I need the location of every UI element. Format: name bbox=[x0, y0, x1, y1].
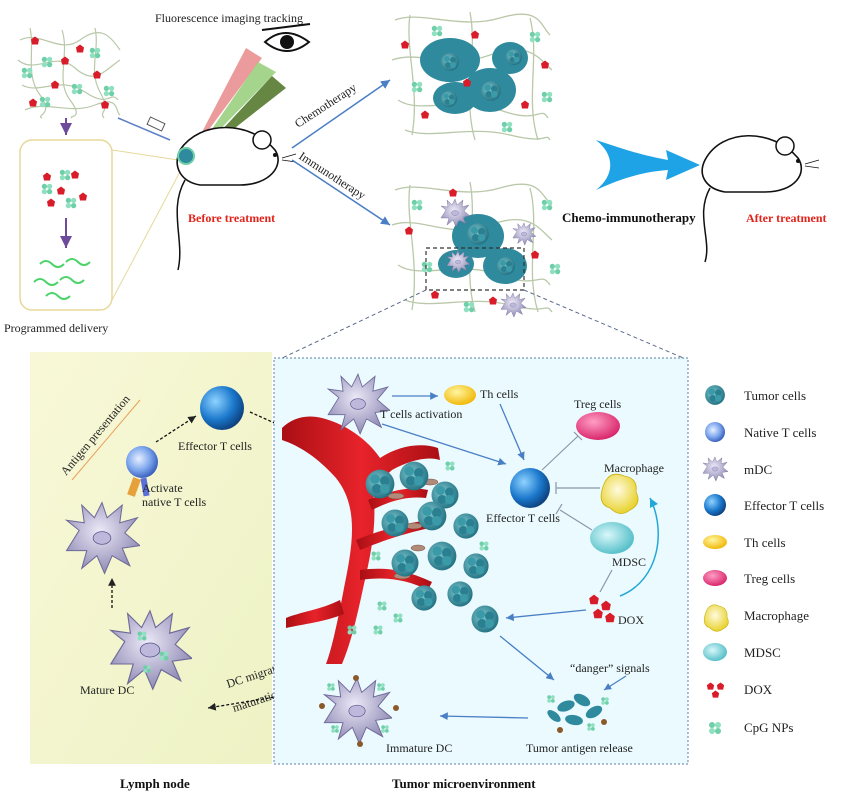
legend-item-mdsc: MDSC bbox=[703, 643, 781, 661]
immature-dc-icon bbox=[319, 675, 399, 747]
treg-cells-label: Treg cells bbox=[574, 397, 622, 411]
activate-label-2: native T cells bbox=[142, 495, 207, 509]
svg-text:DOX: DOX bbox=[744, 682, 773, 697]
arrow-release-to-immature bbox=[439, 712, 529, 721]
eye-icon bbox=[261, 23, 311, 52]
tumor-microenvironment-title: Tumor microenvironment bbox=[392, 776, 536, 791]
mdsc-label: MDSC bbox=[612, 555, 646, 569]
lymph-node-title: Lymph node bbox=[120, 776, 190, 791]
inhibit-mdsc bbox=[555, 503, 593, 531]
chemo-immunotherapy-label: Chemo-immunotherapy bbox=[562, 210, 696, 225]
svg-text:CpG NPs: CpG NPs bbox=[744, 720, 794, 735]
danger-signals-label: “danger” signals bbox=[570, 661, 650, 675]
macrophage-icon bbox=[600, 473, 639, 514]
svg-text:Tumor cells: Tumor cells bbox=[744, 388, 806, 403]
t-cells-activation-label: T cells activation bbox=[380, 407, 462, 421]
chemotherapy-label: Chemotherapy bbox=[292, 80, 359, 130]
svg-text:Macrophage: Macrophage bbox=[744, 608, 809, 623]
legend-item-native-t-cells: Native T cells bbox=[705, 422, 816, 442]
antigen-presentation-underline bbox=[71, 399, 141, 481]
native-t-cell-icon bbox=[126, 446, 158, 497]
hydrogel-network-left bbox=[17, 27, 121, 119]
arrow-tumor-to-release bbox=[499, 635, 555, 681]
legend-item-tumor-cells: Tumor cells bbox=[705, 385, 806, 405]
immunotherapy-label: Immunotherapy bbox=[296, 149, 368, 202]
legend-item-dox: DOX bbox=[706, 682, 773, 698]
legend-item-th-cells: Th cells bbox=[703, 535, 786, 550]
chemotherapy-tumor bbox=[391, 11, 553, 141]
mature-dc-label: Mature DC bbox=[80, 683, 134, 697]
programmed-delivery-box: Programmed delivery bbox=[4, 118, 183, 335]
arrow-th-to-effector bbox=[499, 403, 525, 461]
programmed-delivery-label: Programmed delivery bbox=[4, 321, 108, 335]
arrow-danger bbox=[603, 675, 627, 691]
top-section: Programmed delivery Fluorescence imaging… bbox=[4, 11, 827, 361]
effector-t-cells-tumor-label: Effector T cells bbox=[486, 511, 560, 525]
arrow-to-immunotherapy bbox=[291, 159, 391, 226]
arrow-mdc-to-effector bbox=[381, 423, 507, 466]
zoom-line-right bbox=[523, 289, 689, 361]
treg-cell-icon bbox=[576, 412, 620, 440]
mouse-after-icon bbox=[701, 134, 820, 263]
svg-text:MDSC: MDSC bbox=[744, 645, 781, 660]
legend-item-macrophage: Macrophage bbox=[703, 604, 809, 632]
effector-t-cell-tumor-icon bbox=[510, 468, 550, 508]
arrow-mdsc-to-dox bbox=[599, 569, 613, 593]
inhibit-treg bbox=[541, 431, 583, 471]
arrow-immature-to-mature bbox=[207, 689, 319, 711]
svg-text:mDC: mDC bbox=[744, 462, 772, 477]
macrophage-label: Macrophage bbox=[604, 461, 664, 475]
dox-label: DOX bbox=[618, 613, 644, 627]
th-cell-icon bbox=[444, 385, 476, 405]
arrow-native-to-effector bbox=[155, 415, 197, 443]
svg-text:Native T cells: Native T cells bbox=[744, 425, 816, 440]
zoom-line-left bbox=[277, 289, 427, 361]
injection-line bbox=[117, 117, 171, 141]
legend-item-treg-cells: Treg cells bbox=[703, 570, 795, 586]
svg-text:Th cells: Th cells bbox=[744, 535, 786, 550]
fluorescence-label: Fluorescence imaging tracking bbox=[155, 11, 303, 25]
legend-item-mdc: mDC bbox=[702, 456, 772, 482]
legend-item-cpg-nps: CpG NPs bbox=[709, 720, 794, 735]
arrow-dox-to-tumor bbox=[505, 609, 587, 622]
mdsc-icon bbox=[590, 522, 634, 554]
svg-text:Treg cells: Treg cells bbox=[744, 571, 795, 586]
immature-dc-label: Immature DC bbox=[386, 741, 452, 755]
immunotherapy-tumor bbox=[391, 181, 561, 318]
chemo-immunotherapy-arrow bbox=[596, 140, 700, 190]
zoom-box bbox=[425, 247, 525, 291]
tumor-antigen-release-icon bbox=[547, 693, 609, 733]
tumor-antigen-release-label: Tumor antigen release bbox=[526, 741, 633, 755]
legend-item-effector-t-cells: Effector T cells bbox=[704, 494, 824, 516]
arrow-dox-to-macrophage bbox=[619, 497, 659, 597]
arrow-to-chemotherapy bbox=[291, 79, 391, 149]
activate-label-1: Activate bbox=[142, 481, 183, 495]
before-treatment-label: Before treatment bbox=[188, 211, 275, 225]
effector-t-cells-lymph-label: Effector T cells bbox=[178, 439, 252, 453]
mouse-before-icon bbox=[176, 126, 297, 271]
tumor-microenvironment-panel: Tumor microenvironment bbox=[273, 357, 689, 791]
legend: Tumor cells Native T cells mDC Effector … bbox=[702, 385, 824, 735]
syringe-icon bbox=[146, 116, 166, 132]
effector-t-cell-lymph-icon bbox=[200, 386, 244, 430]
after-treatment-label: After treatment bbox=[746, 211, 827, 225]
th-cells-label: Th cells bbox=[480, 387, 519, 401]
lymph-node-panel: Lymph node Antigen presentation Activate… bbox=[30, 352, 319, 791]
svg-text:Effector T cells: Effector T cells bbox=[744, 498, 824, 513]
inhibit-macrophage bbox=[555, 482, 600, 494]
